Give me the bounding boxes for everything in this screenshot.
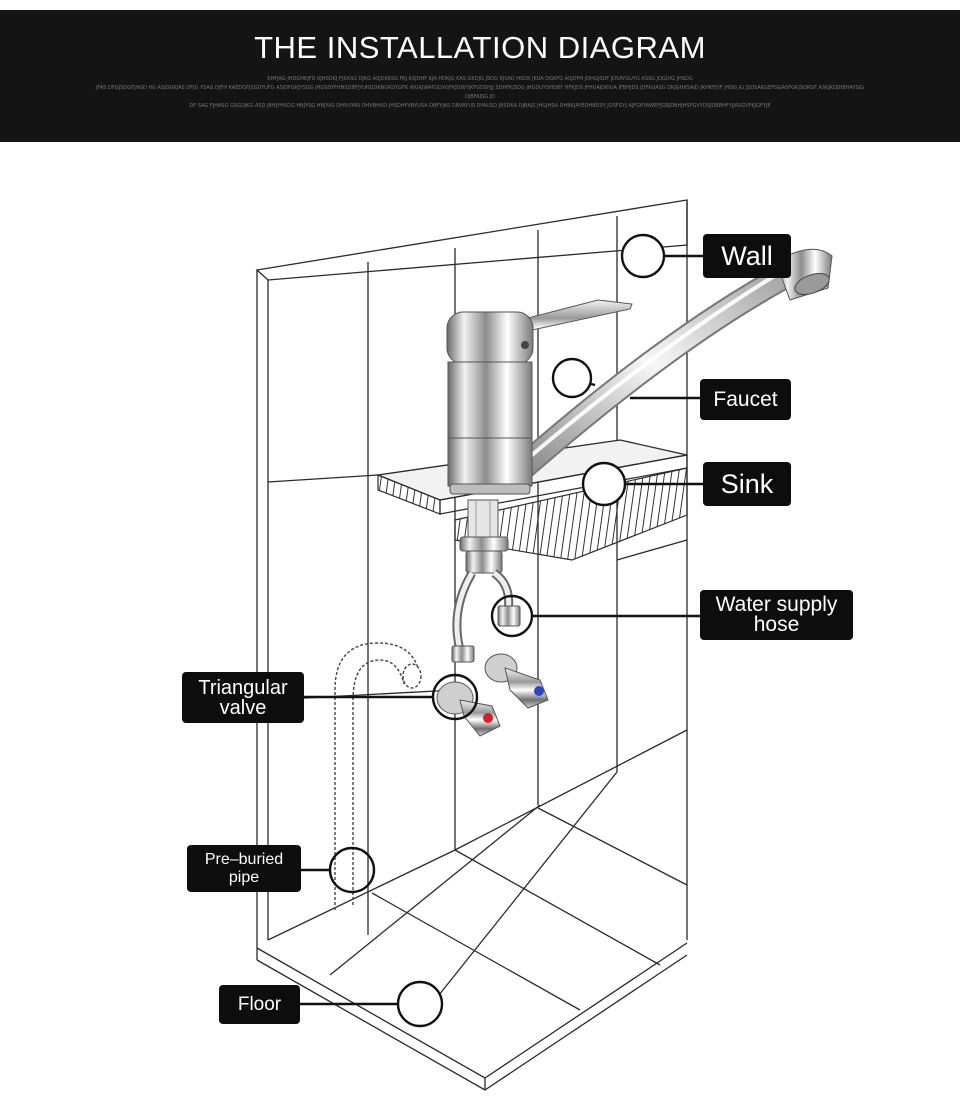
callout-pointers — [300, 233, 703, 1028]
page-title: THE INSTALLATION DIAGRAM — [254, 30, 706, 65]
label-sink: Sink — [703, 462, 791, 506]
cold-handle-icon — [534, 686, 544, 696]
header-fine-print-4: DF SAG FJHASG GSGDJKG ASD JBHJYHSDG HBJY… — [189, 103, 771, 109]
label-faucet: Faucet — [700, 379, 791, 420]
floor-outline — [256, 729, 688, 1091]
label-floor: Floor — [219, 985, 300, 1024]
label-wall: Wall — [703, 234, 791, 278]
header-banner: THE INSTALLATION DIAGRAM KHFJAG JHDGHKJF… — [0, 10, 960, 142]
faucet-callout-circle — [551, 357, 593, 399]
hot-handle-icon — [483, 713, 493, 723]
triangular-valve-drawing — [436, 653, 549, 737]
label-pre-buried-pipe: Pre–buried pipe — [187, 845, 301, 892]
header-fine-print-2: JFAS DFGJSDGFJHGD HG ASJDGKJAS DFJG YSAG… — [95, 85, 865, 91]
header-fine-print-3: DJBFAJSG JD — [464, 94, 496, 100]
wall-callout-circle — [620, 233, 666, 279]
water-supply-hose-drawing — [451, 499, 521, 663]
floor-callout-circle — [396, 980, 444, 1028]
sink-callout-circle — [581, 461, 627, 507]
header-fine-print-1: KHFJAG JHDGHKJFD KJHSDKJ FJKASG DJKG ASJ… — [267, 76, 693, 82]
faucet-drawing — [446, 248, 833, 495]
label-triangular-valve: Triangular valve — [182, 672, 304, 723]
label-water-supply-hose: Water supply hose — [700, 590, 853, 640]
pre-buried-pipe-drawing — [334, 642, 422, 910]
